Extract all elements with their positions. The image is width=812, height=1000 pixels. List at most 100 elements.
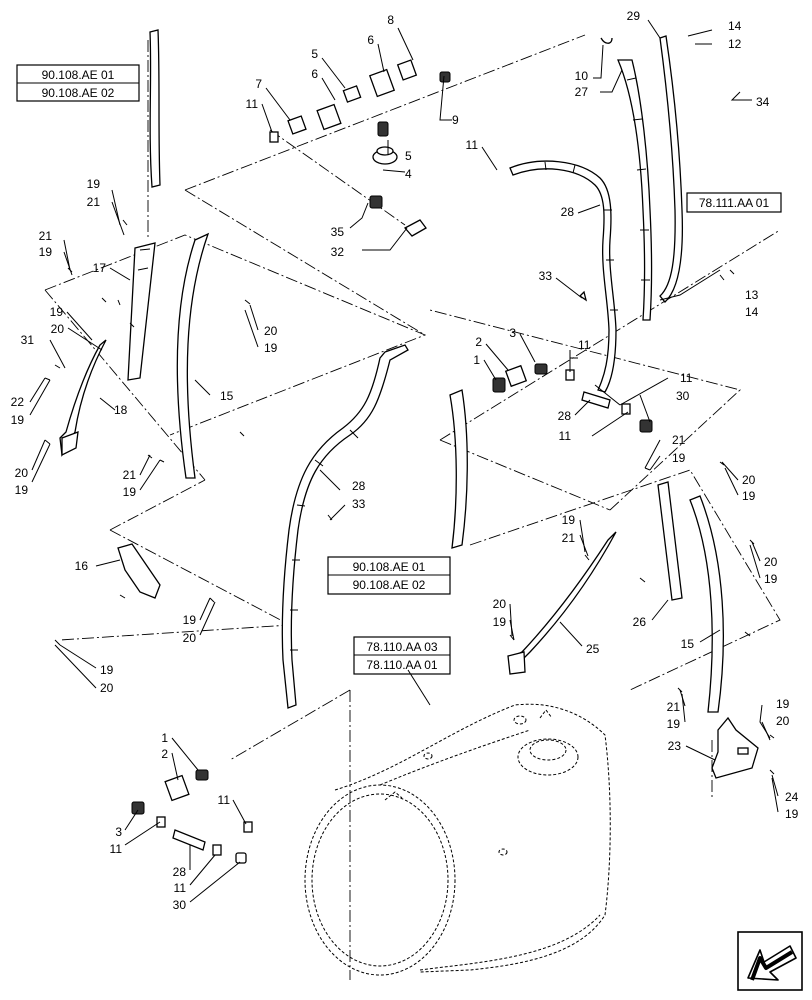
callout-19: 19 bbox=[264, 341, 278, 355]
callout-33: 33 bbox=[352, 497, 366, 511]
callout-19: 19 bbox=[776, 697, 790, 711]
callout-14: 14 bbox=[728, 19, 742, 33]
callout-15: 15 bbox=[220, 389, 234, 403]
callout-19: 19 bbox=[785, 807, 799, 821]
callout-27: 27 bbox=[575, 85, 589, 99]
ref-box-90-108-top[interactable]: 90.108.AE 01 90.108.AE 02 bbox=[16, 64, 140, 102]
ref-label: 78.110.AA 01 bbox=[366, 658, 438, 672]
strip-26 bbox=[657, 481, 683, 601]
callout-21: 21 bbox=[87, 195, 101, 209]
callout-19: 19 bbox=[493, 615, 507, 629]
callout-16: 16 bbox=[75, 559, 89, 573]
callout-21: 21 bbox=[672, 433, 686, 447]
callout-20: 20 bbox=[776, 714, 790, 728]
callout-30: 30 bbox=[173, 898, 187, 912]
callout-labels: 8 6 5 6 7 11 9 5 4 35 32 11 28 10 27 29 … bbox=[11, 9, 799, 912]
callout-11: 11 bbox=[466, 138, 479, 152]
callout-17: 17 bbox=[93, 261, 107, 275]
callout-19: 19 bbox=[183, 613, 197, 627]
callout-19: 19 bbox=[15, 483, 29, 497]
callout-19: 19 bbox=[764, 572, 778, 586]
next-page-arrow-icon[interactable] bbox=[737, 931, 803, 991]
callout-2: 2 bbox=[475, 335, 482, 349]
callout-14: 14 bbox=[745, 305, 759, 319]
ref-label: 78.111.AA 01 bbox=[699, 196, 770, 210]
callout-19: 19 bbox=[11, 413, 25, 427]
callout-5: 5 bbox=[405, 149, 412, 163]
callout-20: 20 bbox=[51, 322, 65, 336]
callout-19: 19 bbox=[562, 513, 576, 527]
ref-box-90-108-mid[interactable]: 90.108.AE 01 90.108.AE 02 bbox=[327, 556, 451, 595]
leader-lines bbox=[29, 19, 779, 903]
fuel-tank bbox=[304, 703, 611, 976]
callout-19: 19 bbox=[50, 305, 64, 319]
side-panel-strip-top bbox=[149, 29, 161, 188]
callout-30: 30 bbox=[676, 389, 690, 403]
callout-9: 9 bbox=[452, 113, 459, 127]
callout-31: 31 bbox=[21, 333, 35, 347]
callout-19: 19 bbox=[123, 485, 137, 499]
ref-label: 90.108.AE 02 bbox=[353, 578, 426, 592]
fitting-cluster-mid bbox=[492, 290, 653, 433]
callout-11: 11 bbox=[110, 842, 123, 856]
callout-22: 22 bbox=[11, 395, 25, 409]
callout-20: 20 bbox=[264, 324, 278, 338]
callout-32: 32 bbox=[331, 245, 345, 259]
callout-35: 35 bbox=[331, 225, 345, 239]
hose-27 bbox=[617, 59, 653, 321]
callout-3: 3 bbox=[115, 825, 122, 839]
callout-28: 28 bbox=[561, 205, 575, 219]
callout-24: 24 bbox=[785, 790, 799, 804]
callout-11: 11 bbox=[680, 371, 693, 385]
callout-28: 28 bbox=[173, 865, 187, 879]
side-strip-15-left bbox=[176, 232, 210, 479]
callout-29: 29 bbox=[627, 9, 641, 23]
callout-21: 21 bbox=[39, 229, 53, 243]
callout-28: 28 bbox=[352, 479, 366, 493]
callout-19: 19 bbox=[39, 245, 53, 259]
callout-20: 20 bbox=[742, 473, 756, 487]
fitting-cluster-lower bbox=[131, 769, 253, 864]
callout-21: 21 bbox=[562, 531, 576, 545]
callout-12: 12 bbox=[728, 37, 742, 51]
hose-28-upper bbox=[509, 160, 617, 393]
callout-21: 21 bbox=[123, 468, 137, 482]
callout-5: 5 bbox=[311, 47, 318, 61]
ref-box-78-111[interactable]: 78.111.AA 01 bbox=[686, 192, 782, 213]
callout-11: 11 bbox=[578, 338, 591, 352]
callout-11: 11 bbox=[246, 97, 259, 111]
ref-label: 90.108.AE 02 bbox=[42, 86, 115, 100]
brace-25 bbox=[509, 531, 617, 672]
bracket-16 bbox=[117, 543, 161, 599]
callout-25: 25 bbox=[586, 642, 600, 656]
callout-19: 19 bbox=[667, 717, 681, 731]
ref-label: 90.108.AE 01 bbox=[42, 68, 115, 82]
callout-23: 23 bbox=[668, 739, 682, 753]
callout-6: 6 bbox=[367, 33, 374, 47]
callout-1: 1 bbox=[473, 353, 480, 367]
callout-26: 26 bbox=[633, 615, 647, 629]
callout-34: 34 bbox=[756, 95, 770, 109]
hose-29 bbox=[659, 35, 684, 303]
center-lines bbox=[44, 34, 781, 980]
bracket-17 bbox=[127, 242, 156, 381]
callout-19: 19 bbox=[742, 489, 756, 503]
callout-20: 20 bbox=[100, 681, 114, 695]
callout-11: 11 bbox=[174, 881, 187, 895]
callout-18: 18 bbox=[114, 403, 128, 417]
callout-8: 8 bbox=[387, 13, 394, 27]
callout-11: 11 bbox=[559, 429, 572, 443]
ref-label: 90.108.AE 01 bbox=[353, 560, 426, 574]
callout-20: 20 bbox=[15, 466, 29, 480]
callout-11: 11 bbox=[218, 793, 231, 807]
ref-box-78-110[interactable]: 78.110.AA 03 78.110.AA 01 bbox=[353, 636, 451, 675]
callout-19: 19 bbox=[87, 177, 101, 191]
callout-4: 4 bbox=[405, 167, 412, 181]
callout-20: 20 bbox=[764, 555, 778, 569]
callout-13: 13 bbox=[745, 288, 759, 302]
side-panel-strip-mid bbox=[449, 389, 468, 549]
callout-20: 20 bbox=[493, 597, 507, 611]
callout-3: 3 bbox=[509, 326, 516, 340]
bracket-23 bbox=[711, 716, 759, 779]
